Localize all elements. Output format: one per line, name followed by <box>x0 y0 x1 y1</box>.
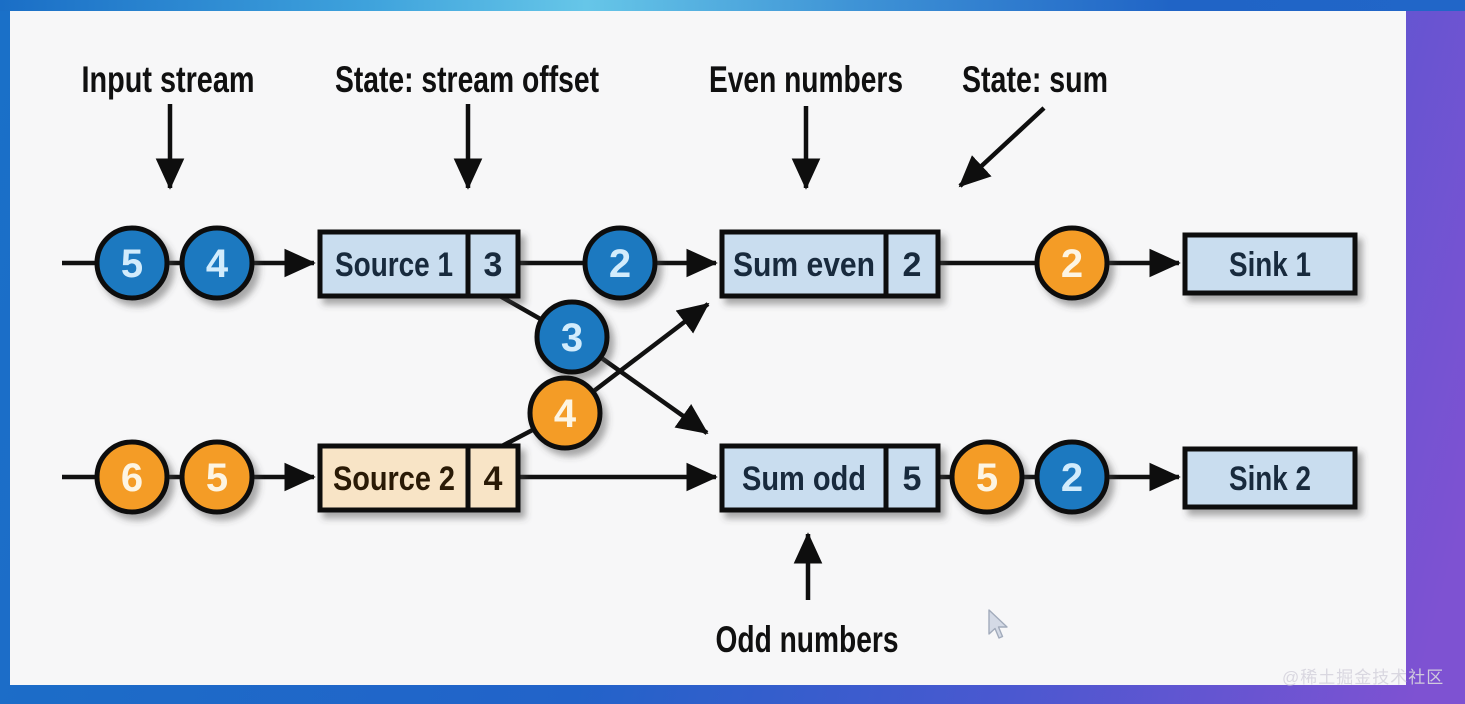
sum-odd-state-cell <box>883 443 941 513</box>
cursor-icon <box>988 609 1008 639</box>
source1-state-cell <box>465 229 521 299</box>
token-blue-3 <box>534 299 610 375</box>
sum-even-state-cell <box>883 229 941 299</box>
token-value: 2 <box>609 242 631 286</box>
token-numbers: 5 4 2 3 4 2 6 5 5 2 <box>121 242 1083 500</box>
token-orange-5 <box>179 439 255 515</box>
sum-odd-box <box>719 443 889 513</box>
source1-state-value: 3 <box>484 246 503 284</box>
sum-odd-label: Sum odd <box>742 460 866 498</box>
annotation-arrows <box>155 104 1046 600</box>
source1-label: Source 1 <box>335 246 453 284</box>
token-value: 6 <box>121 456 143 500</box>
sink1-box <box>1182 232 1358 296</box>
input-stream-label: Input stream <box>82 59 255 100</box>
source2-state-value: 4 <box>484 460 503 498</box>
state-stream-offset-label: State: stream offset <box>335 59 599 100</box>
sink2-label: Sink 2 <box>1229 460 1311 498</box>
annotation-labels: Input stream State: stream offset Even n… <box>82 59 1109 660</box>
token-blue-5 <box>94 225 170 301</box>
token-value: 3 <box>561 316 583 360</box>
sink1-label: Sink 1 <box>1229 246 1311 284</box>
stream-processing-diagram: Input stream State: stream offset Even n… <box>62 59 1358 660</box>
token-value: 2 <box>1061 456 1083 500</box>
token-value: 4 <box>554 392 577 436</box>
sink2-box <box>1182 446 1358 510</box>
source2-state-cell <box>465 443 521 513</box>
token-value: 5 <box>206 456 228 500</box>
frame-top-strip <box>0 0 1465 11</box>
sum-odd-state-value: 5 <box>903 460 922 498</box>
source2-label: Source 2 <box>333 460 455 498</box>
odd-numbers-label: Odd numbers <box>716 619 899 660</box>
watermark: @稀土掘金技术社区 <box>1282 668 1445 687</box>
token-blue-2 <box>582 225 658 301</box>
token-value: 5 <box>976 456 998 500</box>
state-sum-label: State: sum <box>962 59 1108 100</box>
box-labels: Source 1 3 Sum even 2 Sink 1 Source 2 4 … <box>333 246 1311 498</box>
token-orange-2 <box>1034 225 1110 301</box>
diagram-canvas: Input stream State: stream offset Even n… <box>10 11 1406 685</box>
token-value: 5 <box>121 242 143 286</box>
operator-boxes <box>317 229 1358 513</box>
arrow-state-sum-label <box>958 106 1046 188</box>
token-circles <box>94 225 1110 515</box>
token-blue-4 <box>179 225 255 301</box>
sum-even-state-value: 2 <box>903 246 922 284</box>
even-numbers-label: Even numbers <box>709 59 903 100</box>
token-orange-4 <box>527 375 603 451</box>
token-orange-5b <box>949 439 1025 515</box>
token-value: 4 <box>206 242 229 286</box>
token-orange-6 <box>94 439 170 515</box>
sum-even-label: Sum even <box>733 246 875 284</box>
token-blue-2b <box>1034 439 1110 515</box>
token-value: 2 <box>1061 242 1083 286</box>
